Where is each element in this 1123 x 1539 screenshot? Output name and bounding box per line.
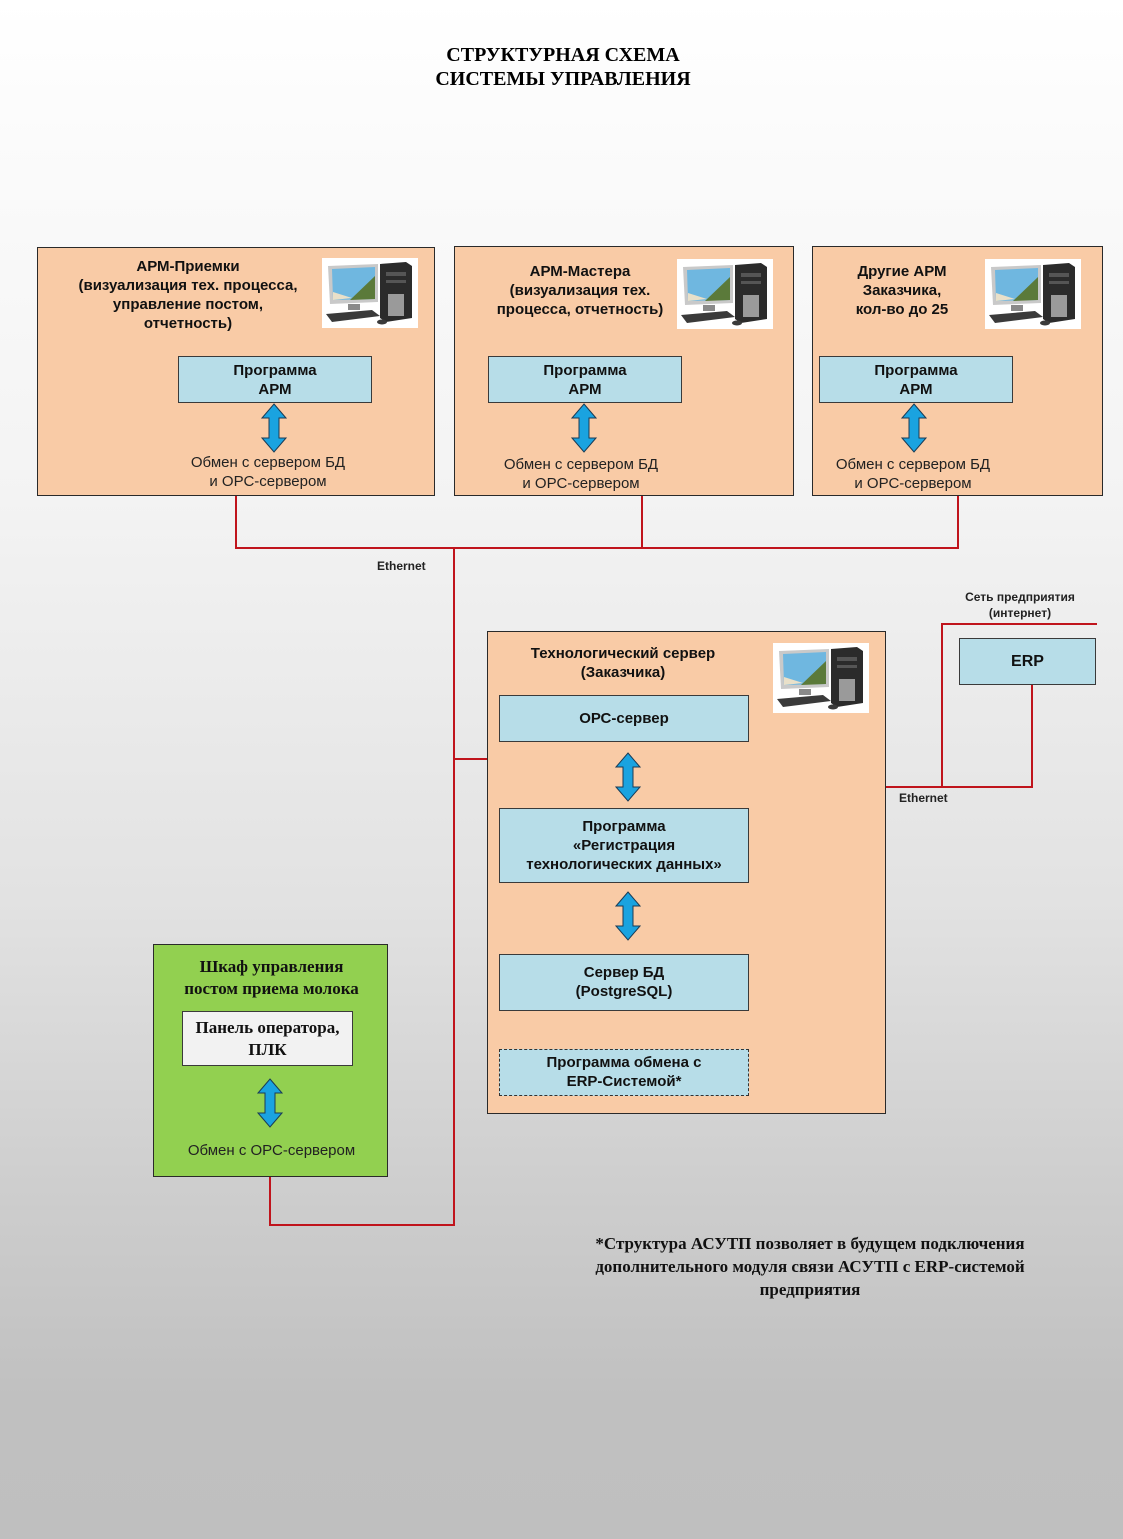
exchange-line: Обмен с сервером БД [190,454,346,471]
header-line: АРМ-Мастера [529,263,631,280]
db-label: Сервер БД [583,964,665,981]
registration-label: «Регистрация [572,837,676,854]
header-line: Заказчика, [862,282,942,299]
operator-panel-box: Панель оператора, ПЛК [182,1011,353,1066]
program-label: АРМ [899,381,933,398]
program-label: АРМ [258,381,292,398]
computer-icon [773,643,869,713]
tech-server-header: Технологический сервер (Заказчика) [488,644,758,682]
exchange-line: и ОРС-сервером [854,475,972,492]
ethernet-wire [641,496,643,549]
header-line: АРМ-Приемки [136,258,240,275]
opc-server-label: ОРС-сервер [579,710,669,727]
erp-box: ERP [959,638,1096,685]
workstation-other: Другие АРМ Заказчика, кол-во до 25 Прогр… [812,246,1103,496]
computer-icon [322,258,418,328]
ethernet-bus [235,547,959,549]
erp-exchange-label: Программа обмена с [546,1054,702,1071]
exchange-label: Обмен с сервером БД и ОРС-сервером [481,455,681,493]
operator-panel-label: ПЛК [248,1040,287,1059]
operator-panel-label: Панель оператора, [195,1018,340,1037]
exchange-line: и ОРС-сервером [209,473,327,490]
exchange-label: Обмен с сервером БД и ОРС-сервером [168,453,368,491]
footnote: *Структура АСУТП позволяет в будущем под… [560,1232,1060,1301]
exchange-line: Обмен с сервером БД [835,456,991,473]
footnote-line: дополнительного модуля связи АСУТП с ERP… [595,1257,1025,1276]
ethernet-wire-cabinet [269,1224,455,1226]
program-arm-box: Программа АРМ [178,356,372,403]
header-line: (визуализация тех. [509,282,651,299]
db-label: (PostgreSQL) [575,983,673,1000]
ethernet-wire-server [453,758,488,760]
bidirectional-arrow-icon [614,752,642,807]
db-server-box: Сервер БД (PostgreSQL) [499,954,749,1011]
tech-server: Технологический сервер (Заказчика) ОРС-с… [487,631,886,1114]
ethernet-label: Ethernet [377,559,426,573]
ethernet-wire [235,496,237,549]
registration-program-box: Программа «Регистрация технологических д… [499,808,749,883]
ethernet-wire-erp [1031,684,1033,788]
exchange-label: Обмен с сервером БД и ОРС-сервером [813,455,1013,493]
exchange-label: Обмен с ОРС-сервером [187,1142,356,1159]
enterprise-network-line: (интернет) [988,606,1052,620]
erp-exchange-program-box: Программа обмена с ERP-Системой* [499,1049,749,1096]
header-line: Другие АРМ [857,263,947,280]
workstation-acceptance: АРМ-Приемки (визуализация тех. процесса,… [37,247,435,496]
workstation-master-header: АРМ-Мастера (визуализация тех. процесса,… [455,262,705,319]
header-line: (Заказчика) [580,664,666,681]
exchange-line: и ОРС-сервером [522,475,640,492]
erp-exchange-label: ERP-Системой* [566,1073,682,1090]
program-arm-box: Программа АРМ [819,356,1013,403]
program-label: АРМ [568,381,602,398]
opc-server-box: ОРС-сервер [499,695,749,742]
enterprise-network-wire [941,623,1097,625]
enterprise-network-label: Сеть предприятия (интернет) [930,589,1110,621]
header-line: кол-во до 25 [855,301,949,318]
bidirectional-arrow-icon [570,403,598,458]
workstation-master: АРМ-Мастера (визуализация тех. процесса,… [454,246,794,496]
enterprise-network-wire [941,623,943,788]
bidirectional-arrow-icon [900,403,928,458]
page-title: СТРУКТУРНАЯ СХЕМА СИСТЕМЫ УПРАВЛЕНИЯ [300,43,826,91]
registration-label: технологических данных» [526,856,722,873]
computer-icon [985,259,1081,329]
header-line: процесса, отчетность) [496,301,664,318]
ethernet-wire-cabinet [269,1177,271,1226]
enterprise-network-line: Сеть предприятия [965,590,1075,604]
footnote-line: предприятия [759,1280,861,1299]
header-line: (визуализация тех. процесса, [78,277,298,294]
header-line: постом приема молока [184,979,359,998]
ethernet-label: Ethernet [899,791,948,805]
bidirectional-arrow-icon [256,1078,284,1133]
program-arm-box: Программа АРМ [488,356,682,403]
computer-icon [677,259,773,329]
workstation-other-header: Другие АРМ Заказчика, кол-во до 25 [813,262,991,319]
registration-label: Программа [582,818,666,835]
ethernet-wire-erp [886,786,1033,788]
header-line: отчетность) [143,315,233,332]
ethernet-wire [957,496,959,549]
control-cabinet: Шкаф управления постом приема молока Пан… [153,944,388,1177]
program-label: Программа [874,362,958,379]
control-cabinet-header: Шкаф управления постом приема молока [154,956,389,1000]
program-label: Программа [233,362,317,379]
footnote-line: *Структура АСУТП позволяет в будущем под… [595,1234,1025,1253]
bidirectional-arrow-icon [260,403,288,458]
exchange-line: Обмен с сервером БД [503,456,659,473]
bidirectional-arrow-icon [614,891,642,946]
workstation-acceptance-header: АРМ-Приемки (визуализация тех. процесса,… [38,257,338,333]
header-line: Шкаф управления [199,957,344,976]
header-line: Технологический сервер [530,645,716,662]
ethernet-trunk [453,547,455,1226]
header-line: управление постом, [112,296,264,313]
title-line-2: СИСТЕМЫ УПРАВЛЕНИЯ [435,68,691,90]
erp-label: ERP [1011,653,1044,670]
program-label: Программа [543,362,627,379]
title-line-1: СТРУКТУРНАЯ СХЕМА [446,44,680,66]
